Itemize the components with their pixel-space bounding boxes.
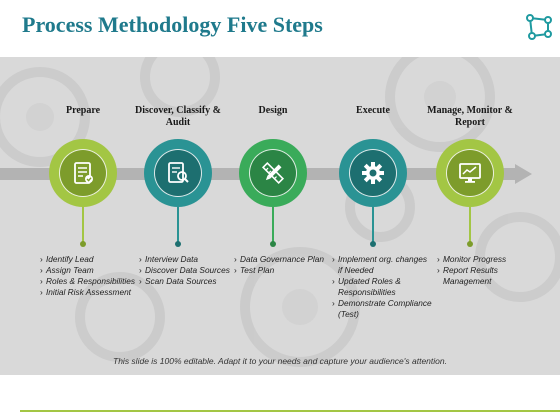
list-item: Initial Risk Assessment [40,287,140,298]
connector-dot [80,241,86,247]
step-circle [436,139,504,207]
step-items: Monitor Progress Report Results Manageme… [437,254,525,287]
connector-dot [270,241,276,247]
step-title: Prepare [65,105,101,116]
list-item: Demonstrate Compliance (Test) [332,298,432,320]
content-panel: Prepare Identify Lead Assign Team Roles … [0,57,560,375]
list-item: Implement org. changes if Needed [332,254,432,276]
connector-dot [175,241,181,247]
step-title: Design [258,105,288,116]
network-nodes-icon [526,14,552,40]
step-circle [339,139,407,207]
step-title: Manage, Monitor & Report [427,105,513,128]
step-circle [144,139,212,207]
list-item: Updated Roles & Responsibilities [332,276,432,298]
checklist-icon [74,162,93,184]
list-item: Data Governance Plan [234,254,328,265]
connector-line [272,207,274,243]
bottom-divider [20,410,560,412]
list-item: Identify Lead [40,254,140,265]
list-item: Monitor Progress [437,254,525,265]
slide-title: Process Methodology Five Steps [22,12,323,37]
connector-line [177,207,179,243]
list-item: Test Plan [234,265,328,276]
list-item: Report Results Management [437,265,525,287]
monitor-chart-icon [459,163,481,183]
step-items: Identify Lead Assign Team Roles & Respon… [40,254,140,298]
step-circle [49,139,117,207]
list-item: Interview Data [139,254,233,265]
connector-line [469,207,471,243]
connector-dot [467,241,473,247]
step-items: Interview Data Discover Data Sources Sca… [139,254,233,287]
list-item: Assign Team [40,265,140,276]
document-search-icon [168,162,189,183]
connector-dot [370,241,376,247]
step-items: Data Governance Plan Test Plan [234,254,328,276]
footer-note: This slide is 100% editable. Adapt it to… [113,356,447,366]
connector-line [82,207,84,243]
step-items: Implement org. changes if Needed Updated… [332,254,432,320]
step-circle [239,139,307,207]
pencil-ruler-icon [261,161,285,185]
connector-line [372,207,374,243]
list-item: Roles & Responsibilities [40,276,140,287]
list-item: Scan Data Sources [139,276,233,287]
list-item: Discover Data Sources [139,265,233,276]
step-title: Discover, Classify & Audit [134,105,221,128]
step-title: Execute [356,105,390,116]
gear-icon [362,162,384,184]
